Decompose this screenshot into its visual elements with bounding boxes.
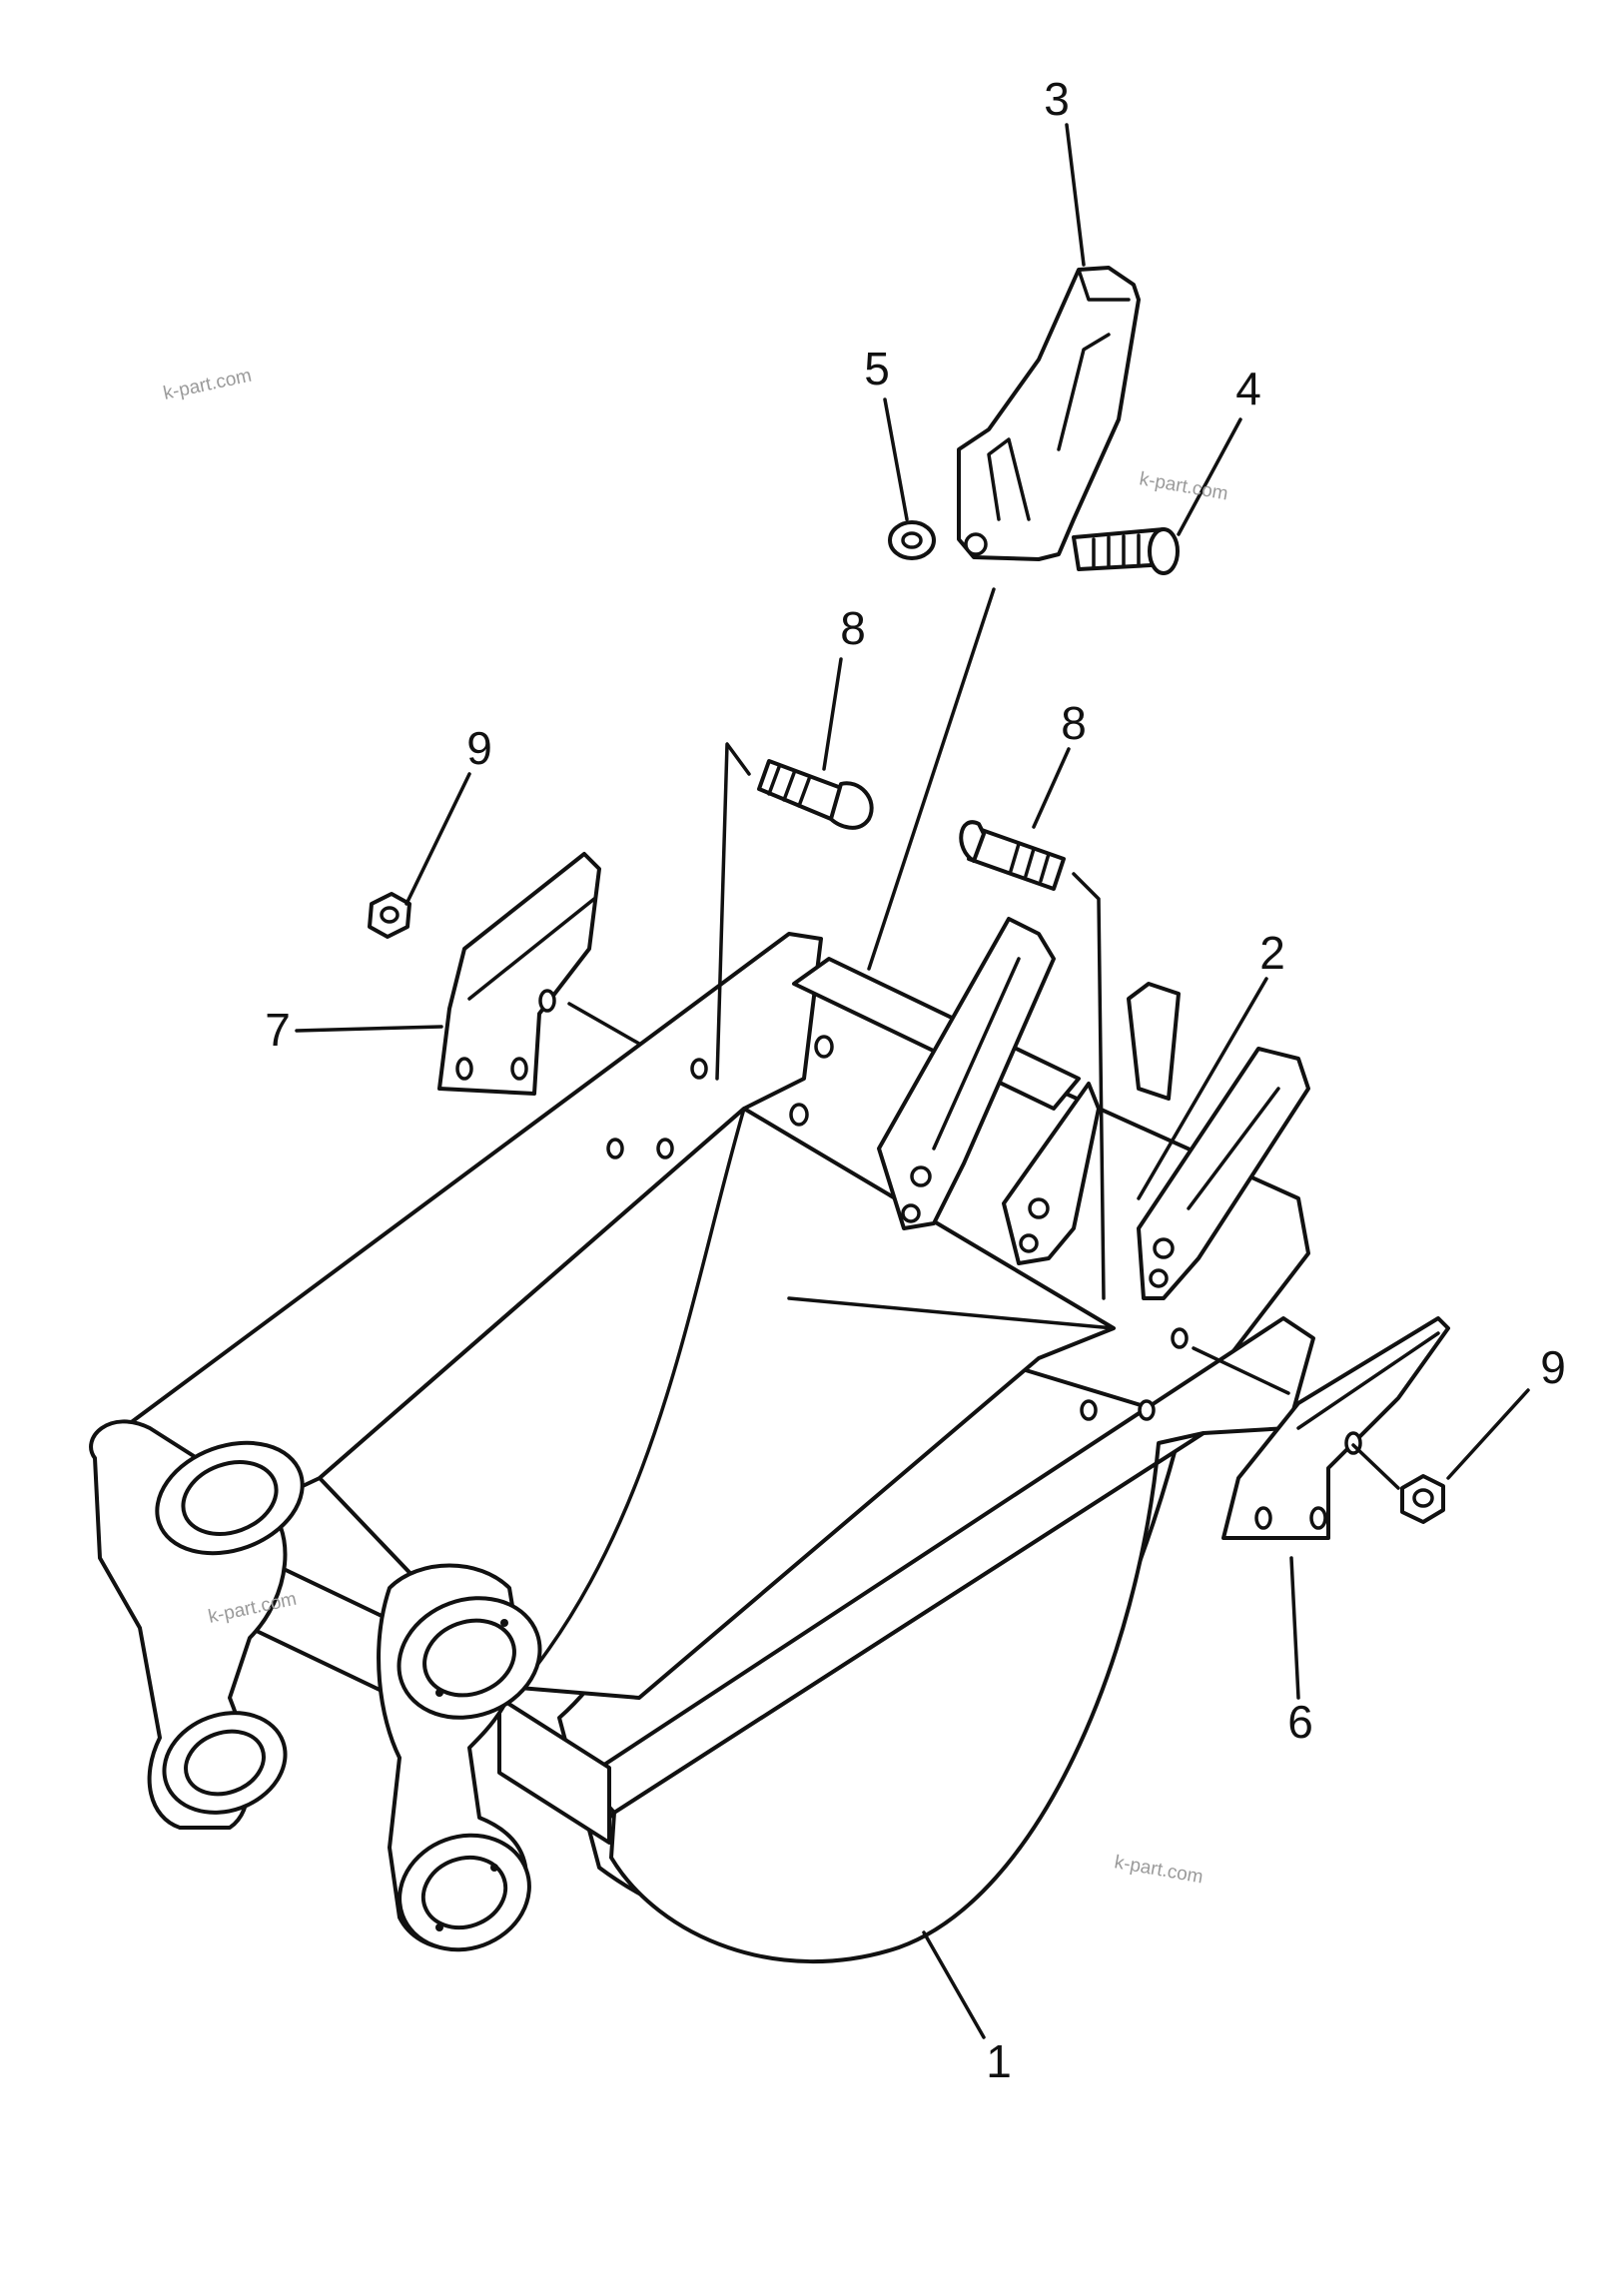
callout-6: 6	[1287, 1696, 1313, 1748]
bolt-part-8a	[757, 759, 874, 830]
callout-5: 5	[864, 343, 890, 394]
callout-numbers: 3 5 4 8 8 9 7 2 9 6 1	[265, 73, 1566, 2087]
tooth-mounted-2	[1002, 1082, 1101, 1265]
tooth-exploded	[957, 266, 1141, 561]
tooth-mounted-4	[1137, 1047, 1310, 1300]
callout-9-left: 9	[466, 722, 492, 774]
nut-part-9-right	[1400, 1474, 1445, 1524]
callout-7: 7	[265, 1004, 291, 1056]
mounting-bosses	[89, 1419, 611, 1952]
watermark-4: k-part.com	[1113, 1852, 1205, 1888]
bucket-front-curve	[609, 1431, 1205, 1963]
callout-1: 1	[986, 2035, 1012, 2087]
watermark-2: k-part.com	[1138, 468, 1229, 504]
assembly-lines	[295, 123, 1530, 2039]
callout-8-lower: 8	[1061, 697, 1087, 749]
callout-4: 4	[1235, 363, 1261, 414]
mounted-teeth	[877, 917, 1310, 1300]
callout-2: 2	[1259, 927, 1285, 979]
side-cutter-part-7	[437, 852, 601, 1096]
callout-9-right: 9	[1540, 1341, 1566, 1393]
tooth-mounted-3	[1127, 982, 1181, 1101]
watermark-1: k-part.com	[162, 366, 254, 404]
bolt-part-8b	[959, 820, 1066, 891]
bucket-body	[98, 932, 1315, 1963]
side-cutter-part-6	[1221, 1316, 1450, 1540]
callout-8-upper: 8	[840, 602, 866, 654]
tooth-part-3	[957, 266, 1141, 561]
pin-part-4	[1072, 527, 1180, 575]
front-pin-tube	[497, 1696, 611, 1845]
nut-part-9-left	[368, 892, 411, 939]
lock-part-5	[888, 520, 936, 560]
callout-3: 3	[1044, 73, 1070, 125]
